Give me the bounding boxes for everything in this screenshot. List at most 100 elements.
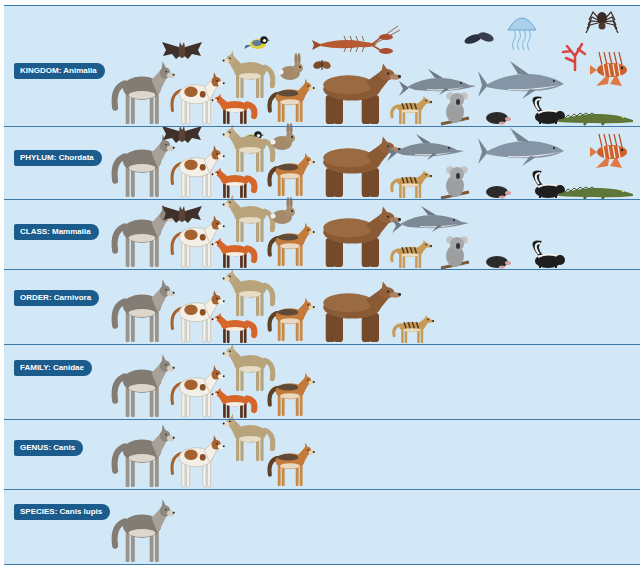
bat-figure: [162, 206, 202, 223]
bat-figure: [162, 126, 202, 143]
dog-figure-part: [218, 444, 225, 449]
coyote-figure-part: [223, 50, 273, 98]
cat-figure-part: [414, 247, 416, 253]
coyote-figure-part: [223, 194, 273, 242]
jackal-figure-part: [269, 153, 314, 196]
bear-figure-part: [389, 292, 401, 298]
jackal-figure-part: [307, 449, 309, 451]
fox-figure-part: [212, 393, 214, 395]
rabbit-figure-part: [294, 53, 297, 65]
wolf-figure-part: [167, 365, 175, 371]
taxon-band: CLASS: Mammalia: [4, 200, 640, 270]
taxon-band: KINGDOM: Animalia: [4, 5, 640, 127]
wolf-figure-part: [126, 457, 130, 487]
dog-figure-part: [200, 91, 206, 98]
wolf-figure-part: [165, 71, 167, 73]
coyote-figure-part: [229, 132, 231, 134]
koala-figure-part: [456, 173, 460, 179]
fox-figure-part: [217, 392, 219, 394]
taxon-band: FAMILY: Canidae: [4, 345, 640, 420]
lionfish-figure-part: [621, 67, 623, 69]
rabbit-figure-part: [293, 64, 303, 73]
band-ground: [4, 420, 640, 490]
dolphin-figure: [387, 134, 464, 161]
band-ground: [4, 127, 640, 200]
fox-figure-part: [244, 328, 247, 343]
coyote-figure-part: [223, 60, 225, 62]
fox-figure-part: [225, 402, 244, 406]
jackal-figure-part: [307, 159, 309, 161]
rabbit-figure-part: [299, 66, 301, 68]
bear-figure: [323, 64, 401, 124]
lobster-figure-part: [356, 36, 358, 52]
jelly-figure: [508, 18, 536, 50]
dog-figure-part: [216, 153, 218, 155]
fox-figure-part: [212, 393, 217, 396]
dog-figure-part: [184, 450, 197, 461]
bear-figure-part: [323, 207, 401, 267]
cat-figure: [394, 315, 434, 343]
lionfish-figure-part: [604, 52, 607, 65]
coyote-figure-part: [223, 353, 225, 355]
cat-figure: [392, 240, 432, 268]
shark-figure-part: [510, 61, 530, 75]
coyote-figure-part: [223, 343, 273, 391]
rank-label: FAMILY: Canidae: [14, 360, 92, 376]
wolf-figure-part: [129, 234, 156, 242]
wolf-figure-part: [167, 145, 175, 151]
cat-figure-part: [425, 174, 427, 176]
coyote-figure-part: [260, 219, 263, 242]
jackal-figure-part: [280, 463, 300, 469]
croc-figure-part: [557, 114, 633, 123]
shark-figure-part: [522, 156, 536, 166]
dog-figure-part: [207, 392, 210, 417]
dog-figure-part: [207, 242, 210, 267]
bear-figure-part: [387, 216, 389, 218]
jackal-figure-part: [278, 175, 281, 196]
wolf-figure-part: [129, 309, 156, 317]
fox-figure-part: [212, 243, 217, 246]
wolf-figure-part: [173, 367, 175, 369]
jelly-figure-part: [528, 30, 531, 50]
wolf-figure-part: [165, 434, 167, 436]
jackal-figure-part: [309, 305, 315, 309]
wolf-figure-part: [115, 279, 175, 342]
fox-figure-part: [217, 172, 219, 174]
dog-figure: [172, 145, 225, 197]
shark-figure-part: [508, 152, 560, 157]
rabbit-figure: [279, 53, 304, 80]
coyote-figure-part: [236, 293, 239, 316]
jackal-figure-part: [300, 320, 303, 341]
bear-figure-part: [323, 218, 373, 237]
dog-figure: [172, 365, 225, 417]
dog-figure-part: [182, 392, 185, 417]
lionfish-figure-part: [619, 134, 622, 147]
lobster-figure-part: [350, 36, 352, 52]
cat-figure-part: [425, 244, 427, 246]
rabbit-figure-part: [271, 140, 276, 145]
fox-figure-part: [212, 94, 255, 124]
wolf-figure-part: [126, 237, 130, 267]
lobster-figure-part: [379, 48, 393, 54]
lionfish-figure-part: [608, 64, 610, 76]
cat-figure-part: [410, 177, 412, 183]
bear-figure-part: [387, 291, 389, 293]
jackal-figure: [269, 298, 314, 341]
jelly-figure-part: [518, 30, 521, 50]
cat-figure: [392, 170, 432, 198]
jackal-figure-part: [277, 234, 299, 240]
bear-figure-part: [387, 73, 389, 75]
coyote-figure-part: [260, 438, 263, 461]
rabbit-figure: [271, 123, 296, 150]
skunk-figure-part: [540, 122, 556, 124]
bear-figure-part: [370, 168, 379, 197]
coyote-figure-part: [236, 149, 239, 172]
jackal-figure-part: [309, 380, 315, 384]
lionfish-figure-part: [599, 52, 602, 65]
jelly-figure-part: [523, 30, 526, 50]
jackal-figure: [269, 153, 314, 196]
shark-figure-part: [553, 80, 555, 82]
wolf-figure-part: [173, 292, 175, 294]
cat-figure-part: [401, 329, 404, 343]
wolf-figure-part: [173, 147, 175, 149]
